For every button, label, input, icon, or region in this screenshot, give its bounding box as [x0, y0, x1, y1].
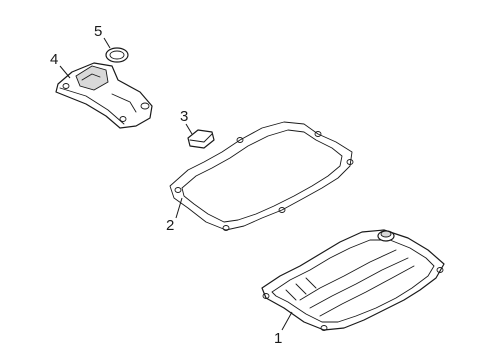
callout-4: 4 [50, 51, 58, 68]
leader-3 [185, 123, 193, 135]
callout-3: 3 [180, 108, 188, 125]
callout-1: 1 [274, 330, 282, 347]
callout-5: 5 [94, 23, 102, 40]
part-3-plug [187, 129, 215, 149]
callout-labels: 5 4 3 2 1 [50, 23, 282, 347]
part-5-seal-ring [105, 47, 129, 63]
callout-2: 2 [166, 217, 174, 234]
part-1-oil-pan [261, 229, 445, 331]
leader-4 [59, 65, 71, 79]
part-2-gasket [169, 121, 354, 231]
leader-5 [103, 37, 111, 49]
part-4-filter [55, 62, 153, 129]
leader-1 [281, 311, 293, 331]
callout-leaders [59, 37, 293, 331]
leader-2 [175, 197, 183, 219]
